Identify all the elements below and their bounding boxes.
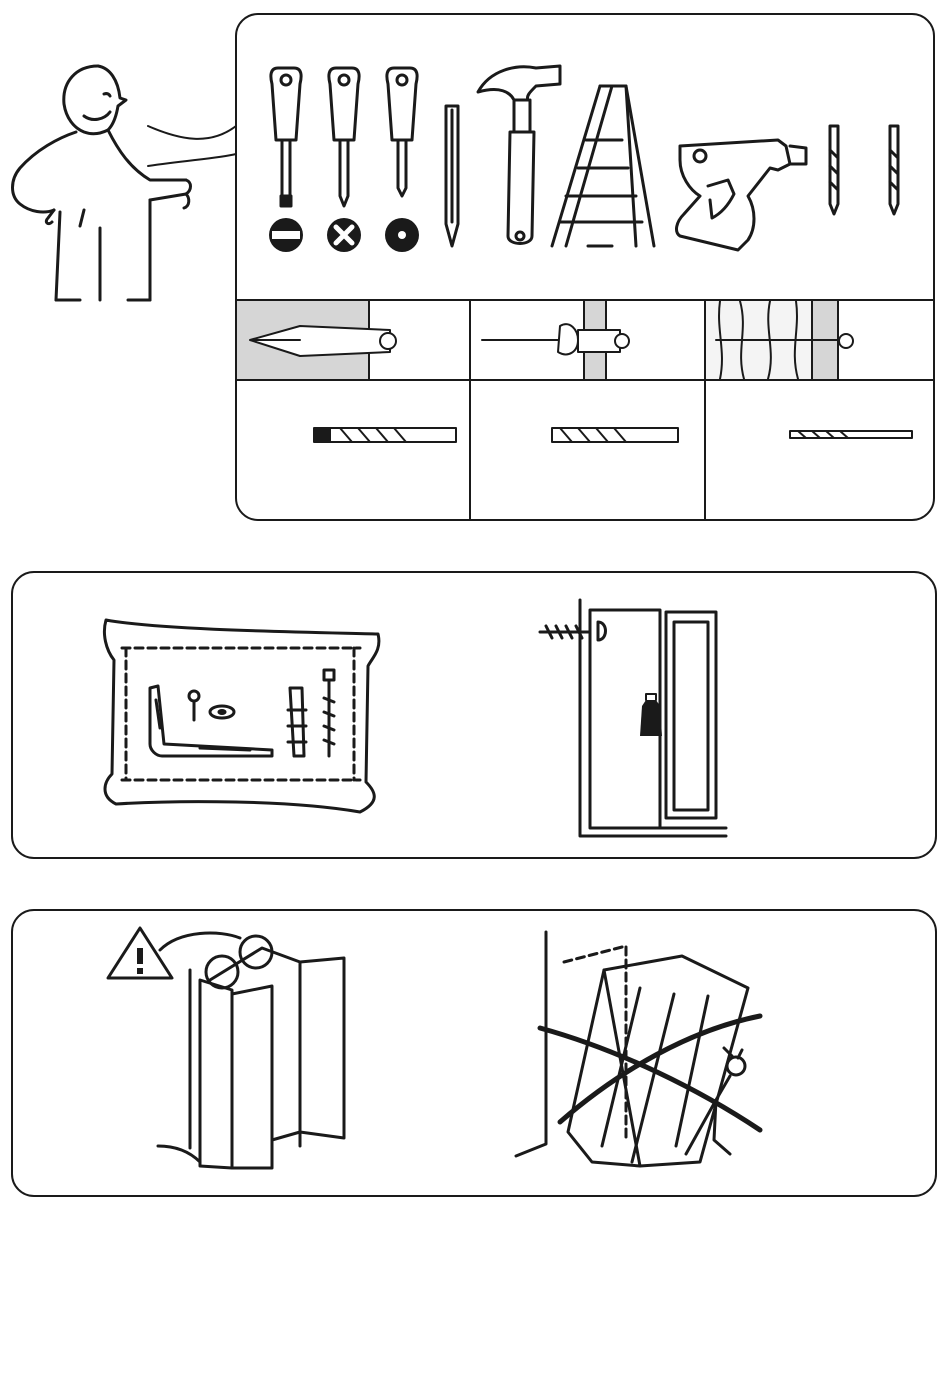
wall-plug-icon (288, 688, 306, 756)
tools-panel (0, 0, 950, 540)
hammer-icon (478, 66, 560, 244)
plasterboard-wall-icon (482, 301, 629, 379)
masonry-bit-icon (552, 428, 678, 442)
drill-bit-icon (830, 126, 838, 214)
power-drill-icon (677, 140, 806, 250)
masonry-bit-icon (314, 428, 456, 442)
slot-tip-icon (269, 218, 303, 252)
cross-tip-icon (327, 218, 361, 252)
wall-anchor-panel (0, 560, 950, 870)
round-tip-icon (385, 218, 419, 252)
hardware-bag-icon (104, 620, 378, 812)
wall-anchor-diagram-icon (540, 600, 726, 836)
warning-panel-frame (12, 910, 936, 1196)
screw-icon (189, 691, 199, 720)
wood-wall-icon (706, 301, 853, 379)
flat-screwdriver-icon (271, 68, 301, 206)
pencil-icon (446, 106, 458, 246)
tipping-wardrobe-icon (516, 932, 748, 1166)
bracket-icon (150, 686, 272, 756)
wood-bit-icon (790, 431, 912, 438)
tools-panel-frame (236, 14, 934, 520)
concrete-wall-icon (237, 301, 396, 379)
correct-wardrobe-icon (158, 933, 344, 1168)
pozidriv-screwdriver-icon (387, 68, 417, 196)
washer-icon (210, 706, 234, 718)
step-ladder-icon (552, 86, 654, 246)
drill-bit-icon (890, 126, 898, 214)
warning-triangle-icon (108, 928, 172, 978)
phillips-screwdriver-icon (329, 68, 359, 206)
long-screw-icon (324, 670, 334, 756)
mascot-figure-icon (13, 66, 191, 300)
warning-panel (0, 900, 950, 1210)
